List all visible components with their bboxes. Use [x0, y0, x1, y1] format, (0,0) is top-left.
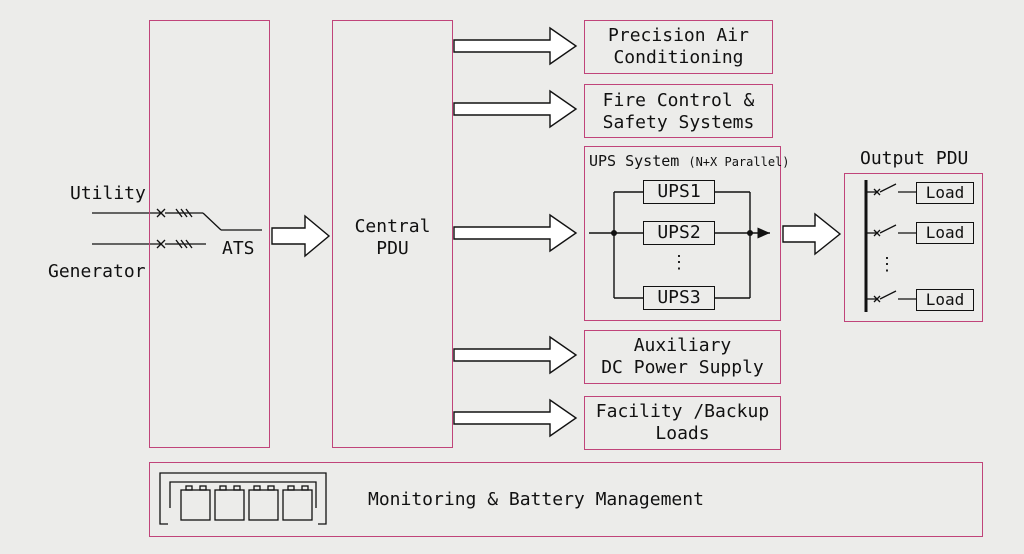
facility-loads-label-line1: Facility /Backup	[595, 401, 770, 422]
ups-input-junction	[611, 230, 617, 236]
auxiliary-dc-label-line2: DC Power Supply	[601, 357, 764, 378]
ups-to-output-pdu-arrow	[782, 212, 842, 256]
facility-loads-label-line2: Loads	[655, 423, 710, 444]
precision-air-label-line2: Conditioning	[613, 47, 744, 68]
output-pdu-title: Output PDU	[860, 148, 969, 169]
arrow-to-facility-loads	[453, 398, 578, 438]
load-box-2: Load	[916, 222, 974, 244]
ups-system-title: UPS System (N+X Parallel)	[589, 150, 790, 173]
facility-loads-box	[584, 396, 781, 450]
ups-system-box	[584, 146, 781, 321]
fire-control-label-line1: Fire Control &	[602, 90, 755, 111]
arrow-to-auxiliary-dc	[453, 335, 578, 375]
fire-control-label-line2: Safety Systems	[602, 112, 755, 133]
ats-panel	[149, 20, 270, 448]
load-box-1: Load	[916, 182, 974, 204]
ups-unit-1: UPS1	[643, 180, 715, 204]
ats-to-central-pdu-arrow	[271, 214, 331, 258]
precision-air-box	[584, 20, 773, 74]
load-box-3: Load	[916, 289, 974, 311]
monitoring-panel	[149, 462, 983, 537]
central-pdu-label-line2: PDU	[376, 238, 409, 259]
ups-output-junction	[747, 230, 753, 236]
auxiliary-dc-label-line1: Auxiliary	[633, 335, 732, 356]
central-pdu-panel	[332, 20, 453, 448]
load-ellipsis: ⋮	[878, 254, 896, 275]
ups-unit-2: UPS2	[643, 221, 715, 245]
ups-system-title-text: UPS System	[589, 152, 680, 170]
fire-control-box	[584, 84, 773, 138]
arrow-to-fire-control	[453, 89, 578, 129]
generator-label: Generator	[48, 261, 146, 282]
central-pdu-label-line1: Central	[354, 216, 431, 237]
ats-label: ATS	[222, 238, 255, 259]
auxiliary-dc-box	[584, 330, 781, 384]
arrow-to-ups-system	[453, 213, 578, 253]
ups-unit-3: UPS3	[643, 286, 715, 310]
ups-ellipsis: ⋮	[670, 252, 688, 273]
ups-system-subtitle: (N+X Parallel)	[688, 155, 790, 169]
output-pdu-breakers	[866, 183, 916, 303]
battery-bank-icon	[159, 472, 327, 525]
ups-wiring	[589, 191, 770, 299]
utility-label: Utility	[70, 183, 146, 204]
precision-air-label-line1: Precision Air	[608, 25, 749, 46]
arrow-to-precision-air	[453, 26, 578, 66]
monitoring-label: Monitoring & Battery Management	[368, 489, 704, 510]
output-pdu-box	[844, 173, 983, 322]
